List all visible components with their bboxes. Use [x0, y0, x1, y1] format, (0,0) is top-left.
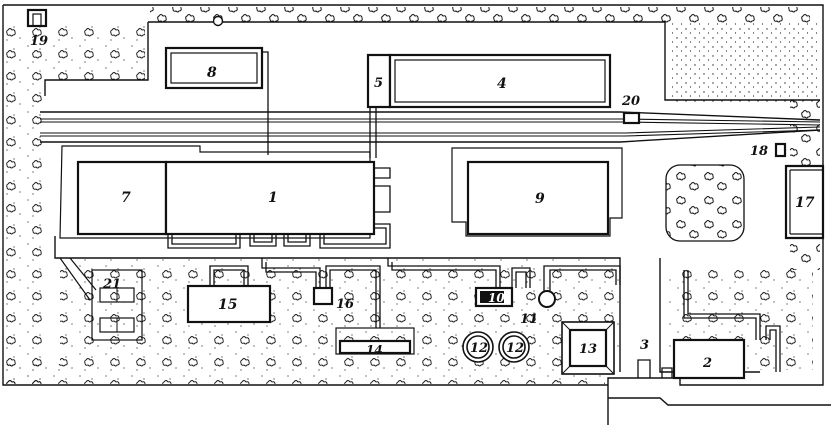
label-13: 13 — [579, 342, 597, 357]
label-5: 5 — [374, 76, 383, 91]
green-square-east — [665, 164, 745, 242]
green-belt-west — [5, 24, 45, 384]
label-3: 3 — [640, 338, 649, 353]
building-16 — [312, 286, 334, 306]
green-belt-north — [150, 7, 810, 23]
label-19: 19 — [30, 34, 48, 49]
label-20: 20 — [621, 94, 640, 109]
building-21 — [91, 269, 143, 341]
label-11: 11 — [520, 312, 538, 327]
railway-track-2 — [40, 126, 821, 137]
annex-1b — [249, 234, 277, 247]
site-boundary — [2, 4, 824, 425]
label-2: 2 — [702, 356, 712, 371]
annex-1c — [283, 234, 311, 247]
label-16: 16 — [336, 297, 354, 312]
building-4 — [388, 53, 612, 109]
well-icon — [212, 15, 224, 27]
label-8: 8 — [207, 65, 217, 81]
label-21: 21 — [102, 277, 121, 292]
block-outline-west — [59, 145, 371, 239]
building-2 — [672, 338, 746, 380]
building-19 — [26, 8, 48, 28]
label-15: 15 — [218, 297, 237, 313]
label-1: 1 — [268, 190, 278, 206]
building-7 — [76, 160, 168, 236]
entrance-road — [608, 397, 831, 406]
pipe-8 — [262, 51, 269, 155]
annex-1d — [319, 223, 391, 249]
pipe-2b — [765, 325, 781, 372]
building-15 — [186, 284, 272, 324]
road-north — [44, 21, 820, 101]
green-area-northwest — [45, 25, 145, 80]
label-14: 14 — [366, 343, 383, 357]
road-main — [40, 111, 821, 143]
annex-1e — [374, 167, 391, 213]
block-outline-9 — [451, 147, 623, 237]
pipe-11 — [543, 265, 621, 291]
label-4: 4 — [497, 76, 507, 92]
label-7: 7 — [121, 190, 131, 206]
pipe-10b — [511, 267, 531, 288]
building-1 — [164, 160, 376, 236]
railway-track — [40, 118, 821, 126]
label-18: 18 — [750, 144, 768, 159]
label-12b: 12 — [506, 341, 524, 356]
label-9: 9 — [535, 191, 545, 207]
label-17: 17 — [795, 195, 815, 211]
label-12a: 12 — [470, 341, 488, 356]
pipe-2 — [683, 270, 761, 340]
pipe-5 — [369, 107, 377, 158]
building-3 — [637, 359, 673, 378]
pipe-15 — [209, 265, 249, 286]
pipe-16 — [261, 258, 381, 328]
building-8 — [164, 46, 264, 90]
label-10: 10 — [488, 291, 505, 305]
building-20 — [622, 111, 641, 125]
green-area-northeast — [670, 22, 820, 102]
green-belt-south — [5, 364, 605, 384]
pipe-10 — [387, 258, 501, 288]
annex-1a — [167, 234, 241, 249]
building-9 — [466, 160, 610, 236]
building-18 — [774, 142, 787, 158]
building-17 — [784, 164, 825, 240]
building-11 — [538, 290, 556, 308]
building-14 — [338, 339, 412, 355]
